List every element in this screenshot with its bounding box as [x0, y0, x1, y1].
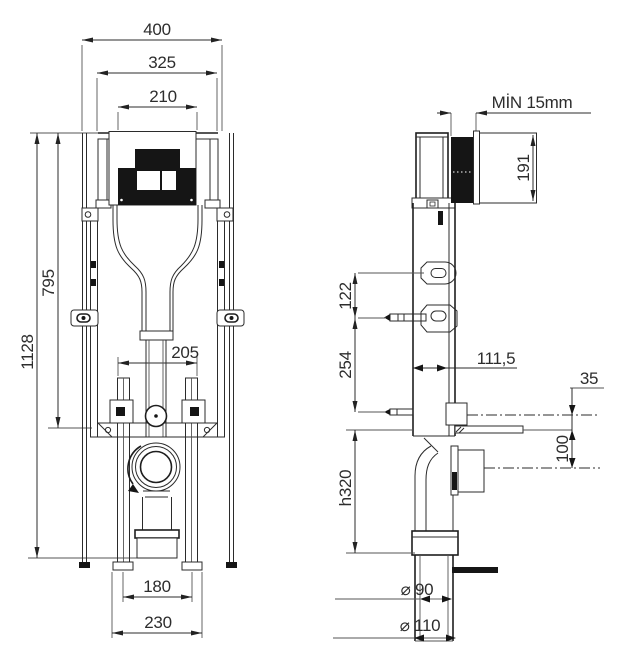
dimension-795: 795	[30, 132, 98, 429]
dim-230-label: 230	[144, 613, 171, 632]
panel-black-top	[135, 149, 180, 169]
floor-bracket	[452, 567, 498, 573]
access-box-side	[479, 132, 537, 204]
supply-pipe	[454, 425, 524, 434]
flush-button-small	[162, 171, 176, 190]
front-view: 400 325 210 795 1128	[18, 20, 245, 638]
dim-254-label: 254	[336, 351, 355, 378]
frame-body-side	[412, 203, 456, 437]
dim-dia110-label: ⌀ 110	[400, 616, 441, 635]
pipe-collar-side	[411, 530, 459, 556]
dimension-191: 191	[514, 135, 536, 201]
dimension-210: 210	[117, 87, 198, 130]
flush-button-large	[137, 171, 160, 190]
dim-122-label: 122	[336, 282, 355, 309]
wall-section	[451, 130, 537, 205]
dim-h320-label: h320	[336, 470, 355, 507]
dimension-100: 100	[553, 435, 572, 462]
dim-210-label: 210	[149, 87, 176, 106]
upper-bracket-left	[81, 207, 99, 222]
wall-bracket-right	[216, 309, 245, 327]
upper-bracket-right	[216, 207, 234, 222]
dimension-180: 180	[122, 572, 193, 602]
dim-180-label: 180	[143, 577, 170, 596]
dim-1128-label: 1128	[18, 334, 37, 369]
water-inlet	[445, 402, 600, 434]
dimension-254: 254	[336, 318, 386, 413]
anchor-foot-right	[226, 562, 237, 568]
dim-dia90-label: ⌀ 90	[401, 580, 434, 599]
dimension-dia110: ⌀ 110	[333, 616, 456, 642]
outlet-connector	[457, 449, 485, 493]
drain-elbow-front	[127, 442, 181, 559]
cistern-side	[411, 132, 456, 225]
wall-bracket-side-middle	[384, 304, 458, 333]
dim-325-label: 325	[148, 53, 175, 72]
wall-bracket-left	[70, 309, 99, 327]
drain-elbow-side	[411, 437, 600, 642]
support-legs	[104, 377, 211, 571]
dimension-min-15mm: MİN 15mm	[437, 93, 591, 136]
cistern-tank-front	[112, 205, 203, 437]
leg-foot-left	[112, 561, 134, 571]
anchor-rod-lower	[384, 408, 414, 416]
leg-foot-right	[181, 561, 203, 571]
dim-400-label: 400	[143, 20, 170, 39]
dim-795-label: 795	[39, 269, 58, 296]
dimension-230: 230	[111, 572, 203, 638]
wall-bracket-side-upper	[420, 261, 457, 285]
dimension-205: 205	[117, 343, 199, 376]
dimension-122: 122	[336, 272, 424, 319]
dimension-h320: h320	[336, 429, 415, 554]
crossbar-hole	[144, 404, 168, 428]
front-frame	[70, 132, 245, 568]
dim-205-label: 205	[171, 343, 198, 362]
dimension-1128: 1128	[18, 133, 137, 559]
dimension-35: 35	[569, 369, 604, 468]
dimension-400: 400	[81, 20, 223, 131]
dimension-dia90: ⌀ 90	[335, 580, 452, 603]
outlet-pipe-front	[136, 537, 178, 559]
actuator-plate-side	[473, 130, 480, 205]
dimension-325: 325	[96, 53, 218, 131]
dim-min15-label: MİN 15mm	[492, 93, 573, 112]
dim-35-label: 35	[580, 369, 598, 388]
dim-191-label: 191	[514, 154, 533, 181]
flush-panel	[108, 131, 197, 206]
side-view: MİN 15mm 191	[333, 93, 604, 642]
outlet-collar-front	[134, 529, 180, 539]
dimension-111-5: 111,5	[413, 349, 517, 372]
anchor-foot-left	[79, 562, 90, 568]
wall-hatch	[451, 137, 474, 203]
dim-100-label: 100	[553, 435, 572, 462]
dim-111-5-label: 111,5	[477, 349, 516, 368]
